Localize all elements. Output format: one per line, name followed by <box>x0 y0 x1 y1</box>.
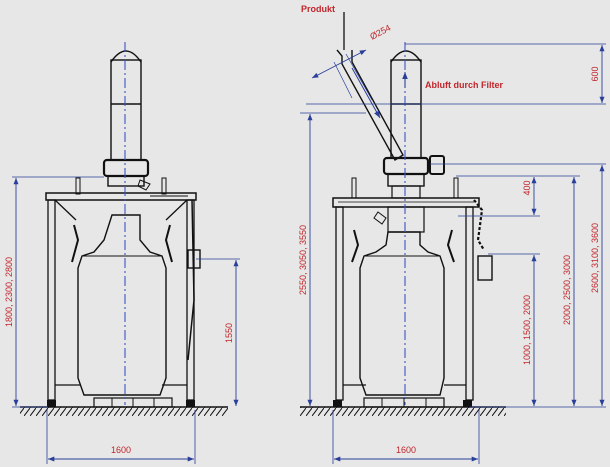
dim-left-height: 2550, 3050, 3550 <box>298 225 308 295</box>
right-frame-post-right <box>465 206 474 401</box>
right-dim-width: 1600 <box>396 445 416 455</box>
dim-top: 600 <box>590 66 600 81</box>
left-frame-top-beam <box>45 192 197 201</box>
right-clamp-head <box>382 156 430 176</box>
left-ground-hatch <box>20 407 228 416</box>
dim-400: 400 <box>522 180 532 195</box>
right-bag <box>359 231 445 396</box>
label-exhaust: Abluft durch Filter <box>425 80 503 90</box>
right-frame-post-left <box>335 206 344 401</box>
dim-frame-height: 2000, 2500, 3000 <box>562 255 572 325</box>
left-dim-total-height: 1800, 2300, 2800 <box>4 257 14 327</box>
right-side-unit <box>477 255 493 281</box>
left-clamp-head <box>102 158 150 178</box>
right-frame-top-beam <box>332 197 480 208</box>
left-dim-width: 1600 <box>111 445 131 455</box>
left-dim-side-height: 1550 <box>224 323 234 343</box>
dim-inner-height: 1000, 1500, 2000 <box>522 295 532 365</box>
left-frame-post-left <box>47 199 56 401</box>
dim-diameter-line <box>311 49 367 79</box>
right-view: Produkt Ø254 Abluft durch Filter 600 255… <box>298 4 606 464</box>
left-filling-tube <box>110 59 142 161</box>
right-filling-tube <box>390 59 422 159</box>
left-bag <box>77 214 167 396</box>
product-flow-arrow <box>351 67 381 119</box>
dim-total-height: 2600, 3100, 3600 <box>590 223 600 293</box>
right-ground-hatch <box>300 407 506 416</box>
label-diameter: Ø254 <box>368 23 392 42</box>
right-product-chute <box>336 49 404 161</box>
left-view: 1800, 2300, 2800 1550 1600 <box>4 42 240 464</box>
label-product: Produkt <box>301 4 335 14</box>
